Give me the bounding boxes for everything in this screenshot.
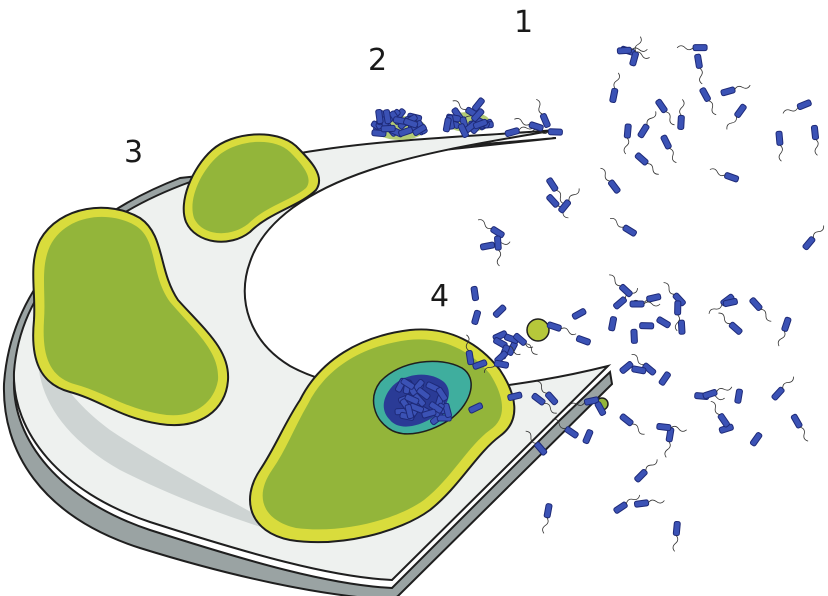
stage-label-2: 2: [368, 46, 387, 76]
bacterium-icon: [381, 125, 395, 132]
bacterium-icon: [631, 329, 638, 343]
bacterium-icon: [672, 521, 681, 551]
bacterium-icon: [791, 414, 811, 443]
bacterium-icon: [709, 167, 739, 183]
biofilm-colony-icon: [184, 134, 319, 241]
bacterium-icon: [598, 166, 621, 194]
bacterium-icon: [558, 187, 582, 214]
bacterium-icon: [678, 99, 686, 129]
bacterium-icon: [663, 427, 674, 458]
bacterium-icon: [811, 125, 820, 155]
bacterium-icon: [776, 131, 785, 161]
bacterium-icon: [735, 389, 743, 404]
bacterium-icon: [541, 503, 552, 534]
bacterium-icon: [572, 308, 587, 320]
bacterium-icon: [677, 45, 707, 51]
bacterium-icon: [471, 286, 479, 301]
bacterium-icon: [637, 110, 658, 139]
bacterium-icon: [771, 375, 796, 401]
bacterium-icon: [750, 432, 763, 447]
bacterium-icon: [476, 217, 505, 238]
bacterium-icon: [776, 317, 791, 347]
bacterium-icon: [608, 316, 617, 331]
bacterium-icon: [702, 384, 732, 399]
bacterium-icon: [782, 99, 812, 116]
bacterium-icon: [609, 216, 638, 237]
bacterium-icon: [634, 498, 665, 508]
bacterium-icon: [640, 323, 654, 329]
bacterium-icon: [699, 87, 719, 116]
stage-label-3: 3: [124, 138, 143, 168]
bacterium-icon: [802, 224, 826, 251]
bacterium-icon: [634, 457, 659, 483]
bacterium-icon: [471, 310, 481, 325]
bacterium-icon: [694, 54, 705, 85]
bacterium-icon: [547, 322, 577, 337]
bacterium-icon: [655, 99, 677, 127]
bacterium-icon: [443, 117, 451, 132]
bacterium-icon: [708, 400, 730, 428]
bacterium-icon: [619, 413, 646, 436]
stage-label-4: 4: [430, 282, 449, 312]
bacterium-icon: [658, 371, 671, 386]
bacterium-icon: [609, 72, 621, 103]
bacterium-icon: [716, 311, 742, 335]
bacterium-icon: [492, 304, 506, 318]
bacterium-icon: [634, 152, 660, 176]
bacterium-icon: [494, 236, 502, 266]
bacterium-icon: [678, 320, 685, 334]
biofilm-fragment: [527, 319, 549, 341]
bacterium-icon: [607, 273, 633, 298]
bacterium-icon: [725, 103, 747, 131]
bacterium-icon: [375, 109, 383, 124]
bacterium-icon: [749, 297, 773, 323]
bacterium-icon: [720, 82, 751, 96]
bacterium-icon: [582, 429, 593, 444]
bacterium-icon: [623, 124, 632, 154]
bacterium-icon: [576, 335, 591, 345]
bacterium-icon: [656, 316, 671, 328]
bacterium-icon: [660, 134, 679, 164]
stage-label-1: 1: [514, 8, 533, 38]
bacterium-icon: [619, 361, 634, 375]
bacterium-icon: [661, 281, 686, 307]
